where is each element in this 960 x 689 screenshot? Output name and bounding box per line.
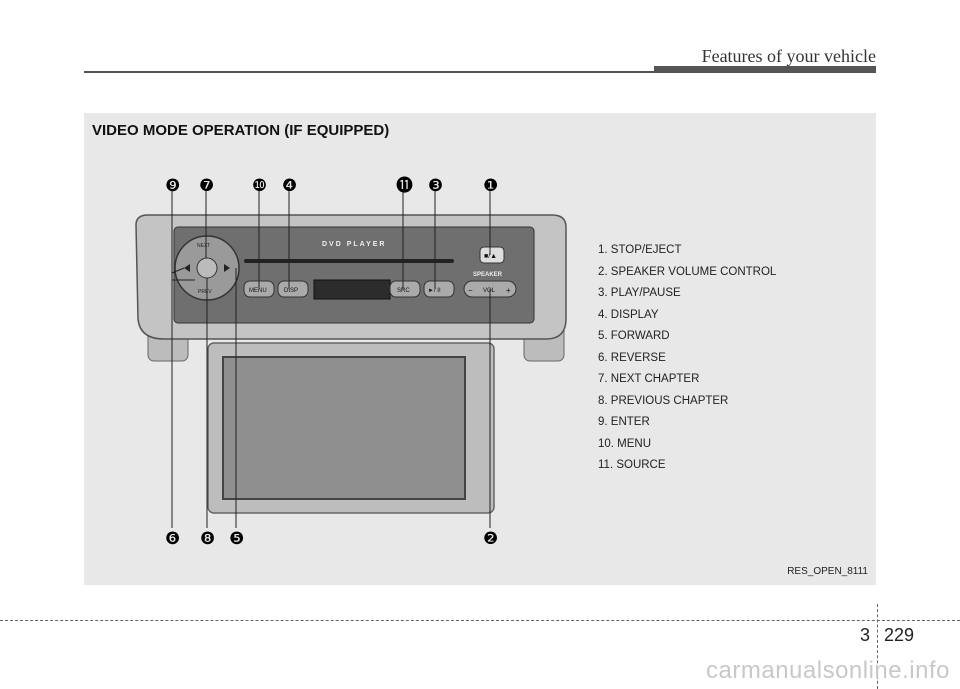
callout-5: ❺ — [229, 529, 244, 549]
header-title: Features of your vehicle — [701, 46, 876, 66]
stop-eject-button-label: ■/▲ — [484, 253, 497, 260]
header-rule-thick — [654, 66, 876, 72]
speaker-label: SPEAKER — [473, 272, 503, 278]
disp-button[interactable] — [277, 280, 309, 298]
src-button-label: SRC — [397, 288, 410, 294]
legend-item: 10. MENU — [598, 437, 652, 450]
footer-divider — [877, 604, 878, 689]
volume-plus-label: + — [506, 286, 511, 295]
callout-6: ❻ — [165, 529, 180, 549]
legend-list: 1. STOP/EJECT 2. SPEAKER VOLUME CONTROL … — [598, 240, 776, 477]
prev-button[interactable]: PREV — [198, 289, 212, 295]
callout-1: ❶ — [483, 176, 498, 196]
figure-code: RES_OPEN_8111 — [787, 566, 868, 577]
leader-lines — [171, 191, 491, 528]
volume-label: VOL — [483, 288, 496, 294]
menu-button-label: MENU — [249, 288, 267, 294]
forward-arrow-icon[interactable] — [224, 264, 230, 272]
callout-9: ❾ — [165, 176, 180, 196]
callout-3: ❸ — [428, 176, 443, 196]
enter-button[interactable] — [196, 257, 218, 279]
footer-rule — [0, 620, 960, 621]
callout-10: ❿ — [252, 176, 267, 196]
disc-slot — [244, 259, 454, 263]
legend-item: 8. PREVIOUS CHAPTER — [598, 394, 729, 407]
legend-item: 5. FORWARD — [598, 330, 670, 342]
legend-item: 1. STOP/EJECT — [598, 244, 682, 256]
play-pause-button-label: ►/ II — [428, 288, 441, 294]
dvd-player-label: DVD PLAYER — [322, 241, 386, 248]
stop-eject-button[interactable] — [479, 246, 505, 264]
src-button[interactable] — [389, 280, 421, 298]
watermark: carmanualsonline.info — [706, 657, 950, 684]
legend-item: 2. SPEAKER VOLUME CONTROL — [598, 265, 777, 278]
screen — [222, 356, 466, 500]
legend-item: 3. PLAY/PAUSE — [598, 287, 681, 299]
callout-4: ❹ — [282, 176, 297, 196]
volume-minus-label: − — [468, 286, 473, 295]
figure-panel: VIDEO MODE OPERATION (IF EQUIPPED) DVD P… — [84, 113, 876, 585]
page-number: 229 — [884, 625, 915, 645]
dvd-player-illustration: DVD PLAYER NEXT PREV MENU DISP SRC ►/ II… — [135, 176, 567, 549]
play-pause-button[interactable] — [423, 280, 455, 298]
callout-7: ❼ — [199, 176, 214, 196]
page-chapter: 3 — [859, 625, 870, 645]
callout-8: ❽ — [200, 529, 215, 549]
header-rule — [84, 71, 876, 73]
info-display — [313, 279, 391, 300]
next-button[interactable]: NEXT — [197, 243, 210, 249]
legend-item: 4. DISPLAY — [598, 308, 659, 321]
legend-item: 9. ENTER — [598, 416, 650, 428]
section-title: VIDEO MODE OPERATION (IF EQUIPPED) — [92, 122, 390, 139]
legend-item: 7. NEXT CHAPTER — [598, 373, 700, 385]
legend-item: 6. REVERSE — [598, 351, 666, 364]
front-face — [173, 226, 535, 324]
reverse-arrow-icon[interactable] — [184, 264, 190, 272]
callout-11: ⓫ — [396, 176, 413, 196]
callout-2: ❷ — [483, 529, 498, 549]
disp-button-label: DISP — [284, 288, 298, 294]
legend-item: 11. SOURCE — [598, 459, 666, 471]
